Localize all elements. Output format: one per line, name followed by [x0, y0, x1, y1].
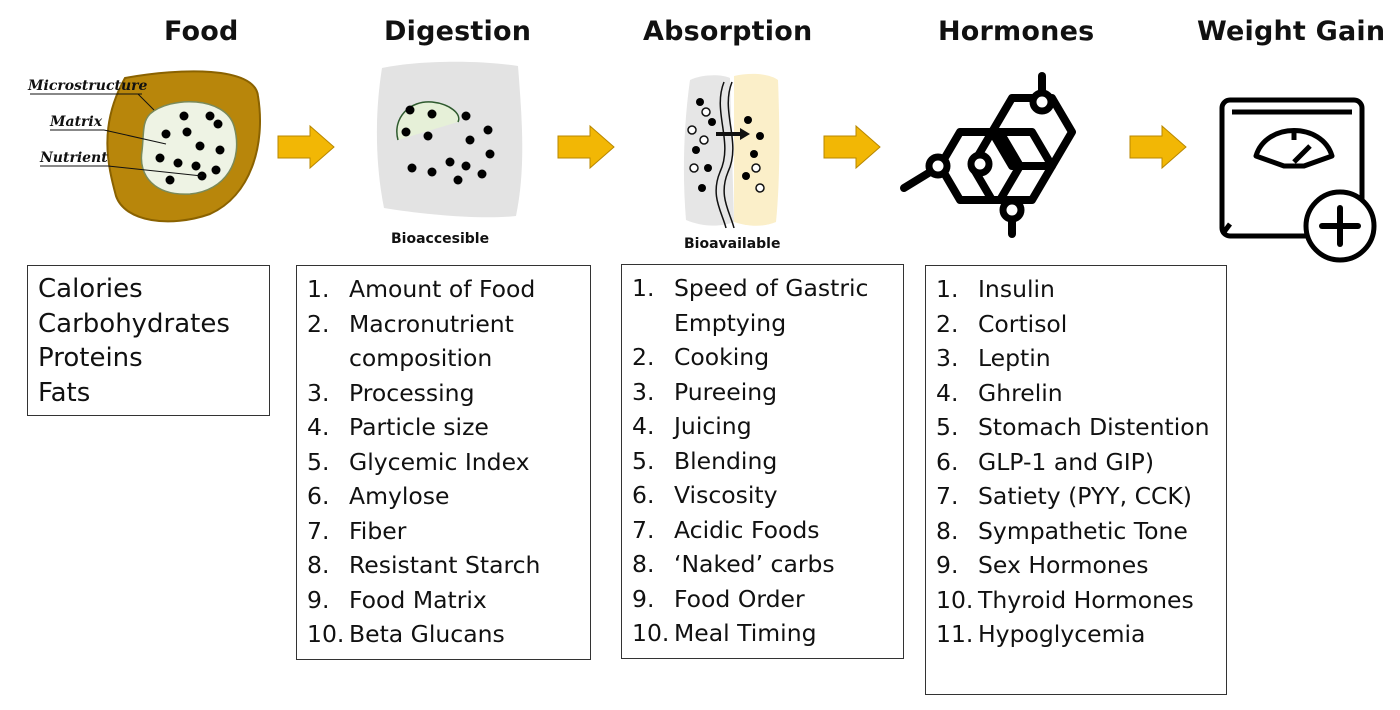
list-item: 5.Glycemic Index [307, 447, 530, 476]
list-item: 5.Stomach Distention [936, 413, 1210, 441]
digestion-illustration [376, 61, 523, 218]
label-matrix: Matrix [49, 114, 103, 130]
stage-title-digestion: Digestion [384, 16, 532, 47]
list-item: 8.Resistant Starch [307, 551, 541, 579]
arrow-food-to-digestion [277, 124, 335, 170]
list-item: 2.Cooking [632, 343, 770, 371]
list-item: 3.Leptin [936, 344, 1051, 372]
list-item: 3.Pureeing [632, 377, 778, 406]
food-microstructure-illustration: Microstructure Matrix Nutrient [27, 70, 261, 223]
list-item: Proteins [38, 343, 143, 373]
list-item: 5.Blending [632, 446, 778, 475]
digestion-background-shape [376, 61, 523, 218]
absorption-illustration [683, 73, 780, 229]
absorption-factors-box: 1.Speed of Gastric Emptying 2.Cooking 3.… [621, 264, 904, 659]
list-item: 6.GLP-1 and GIP) [936, 447, 1155, 476]
food-factors-box: Calories Carbohydrates Proteins Fats [27, 265, 270, 416]
caption-bioaccesible: Bioaccesible [391, 231, 490, 247]
list-item: Carbohydrates [38, 308, 230, 339]
list-item: 8.‘Naked’ carbs [632, 550, 835, 578]
list-item: 2.Cortisol [936, 309, 1068, 338]
list-item: 10.Meal Timing [632, 619, 817, 647]
list-item: 4.Ghrelin [936, 378, 1063, 407]
list-item: 7.Acidic Foods [632, 515, 820, 544]
digestion-factors-box: 1.Amount of Food 2.Macronutrient composi… [296, 265, 591, 660]
list-item: 6.Viscosity [632, 481, 778, 509]
list-item: 9.Food Matrix [307, 585, 487, 614]
list-item: 9.Food Order [632, 584, 805, 613]
stage-title-absorption: Absorption [643, 16, 813, 47]
absorption-dots-open [687, 107, 765, 193]
list-item: 1.Amount of Food [307, 275, 536, 303]
list-item: 4.Juicing [632, 412, 752, 440]
digestion-factors-list: 1.Amount of Food 2.Macronutrient composi… [297, 266, 590, 652]
hormones-factors-box: 1.Insulin 2.Cortisol 3.Leptin 4.Ghrelin … [925, 265, 1227, 695]
label-nutrient: Nutrient [39, 150, 108, 166]
list-item: 10.Beta Glucans [307, 620, 505, 648]
list-item: 1.Insulin [936, 275, 1055, 303]
hormones-factors-list: 1.Insulin 2.Cortisol 3.Leptin 4.Ghrelin … [926, 266, 1226, 652]
list-item: 1.Speed of Gastric Emptying [632, 274, 869, 337]
list-item: 11.Hypoglycemia [936, 620, 1146, 648]
list-item: 8.Sympathetic Tone [936, 516, 1188, 545]
absorption-cell-shape [734, 73, 780, 226]
stage-title-weight-gain: Weight Gain [1197, 16, 1386, 47]
food-factors-list: Calories Carbohydrates Proteins Fats [28, 266, 269, 410]
label-microstructure: Microstructure [27, 78, 148, 94]
list-item: 10.Thyroid Hormones [936, 585, 1194, 614]
arrow-hormones-to-weight-gain [1129, 124, 1187, 170]
stage-title-food: Food [164, 16, 239, 47]
molecule-icon [900, 72, 1076, 238]
list-item: 3.Processing [307, 378, 475, 407]
list-item: 9.Sex Hormones [936, 551, 1149, 579]
caption-bioavailable: Bioavailable [684, 236, 781, 252]
scale-plus-icon [1219, 97, 1377, 263]
list-item: 7.Fiber [307, 516, 407, 545]
list-item: Calories [38, 274, 143, 304]
absorption-factors-list: 1.Speed of Gastric Emptying 2.Cooking 3.… [622, 265, 903, 651]
list-item: 2.Macronutrient composition [307, 309, 514, 373]
list-item: 4.Particle size [307, 413, 489, 441]
digestion-dots [401, 105, 495, 185]
list-item: 7.Satiety (PYY, CCK) [936, 482, 1192, 510]
absorption-dots-filled [692, 98, 764, 192]
arrow-digestion-to-absorption [557, 124, 615, 170]
arrow-absorption-to-hormones [823, 124, 881, 170]
list-item: Fats [38, 377, 91, 408]
nutrient-dots [155, 111, 225, 185]
stage-title-hormones: Hormones [938, 16, 1095, 47]
list-item: 6.Amylose [307, 482, 450, 510]
